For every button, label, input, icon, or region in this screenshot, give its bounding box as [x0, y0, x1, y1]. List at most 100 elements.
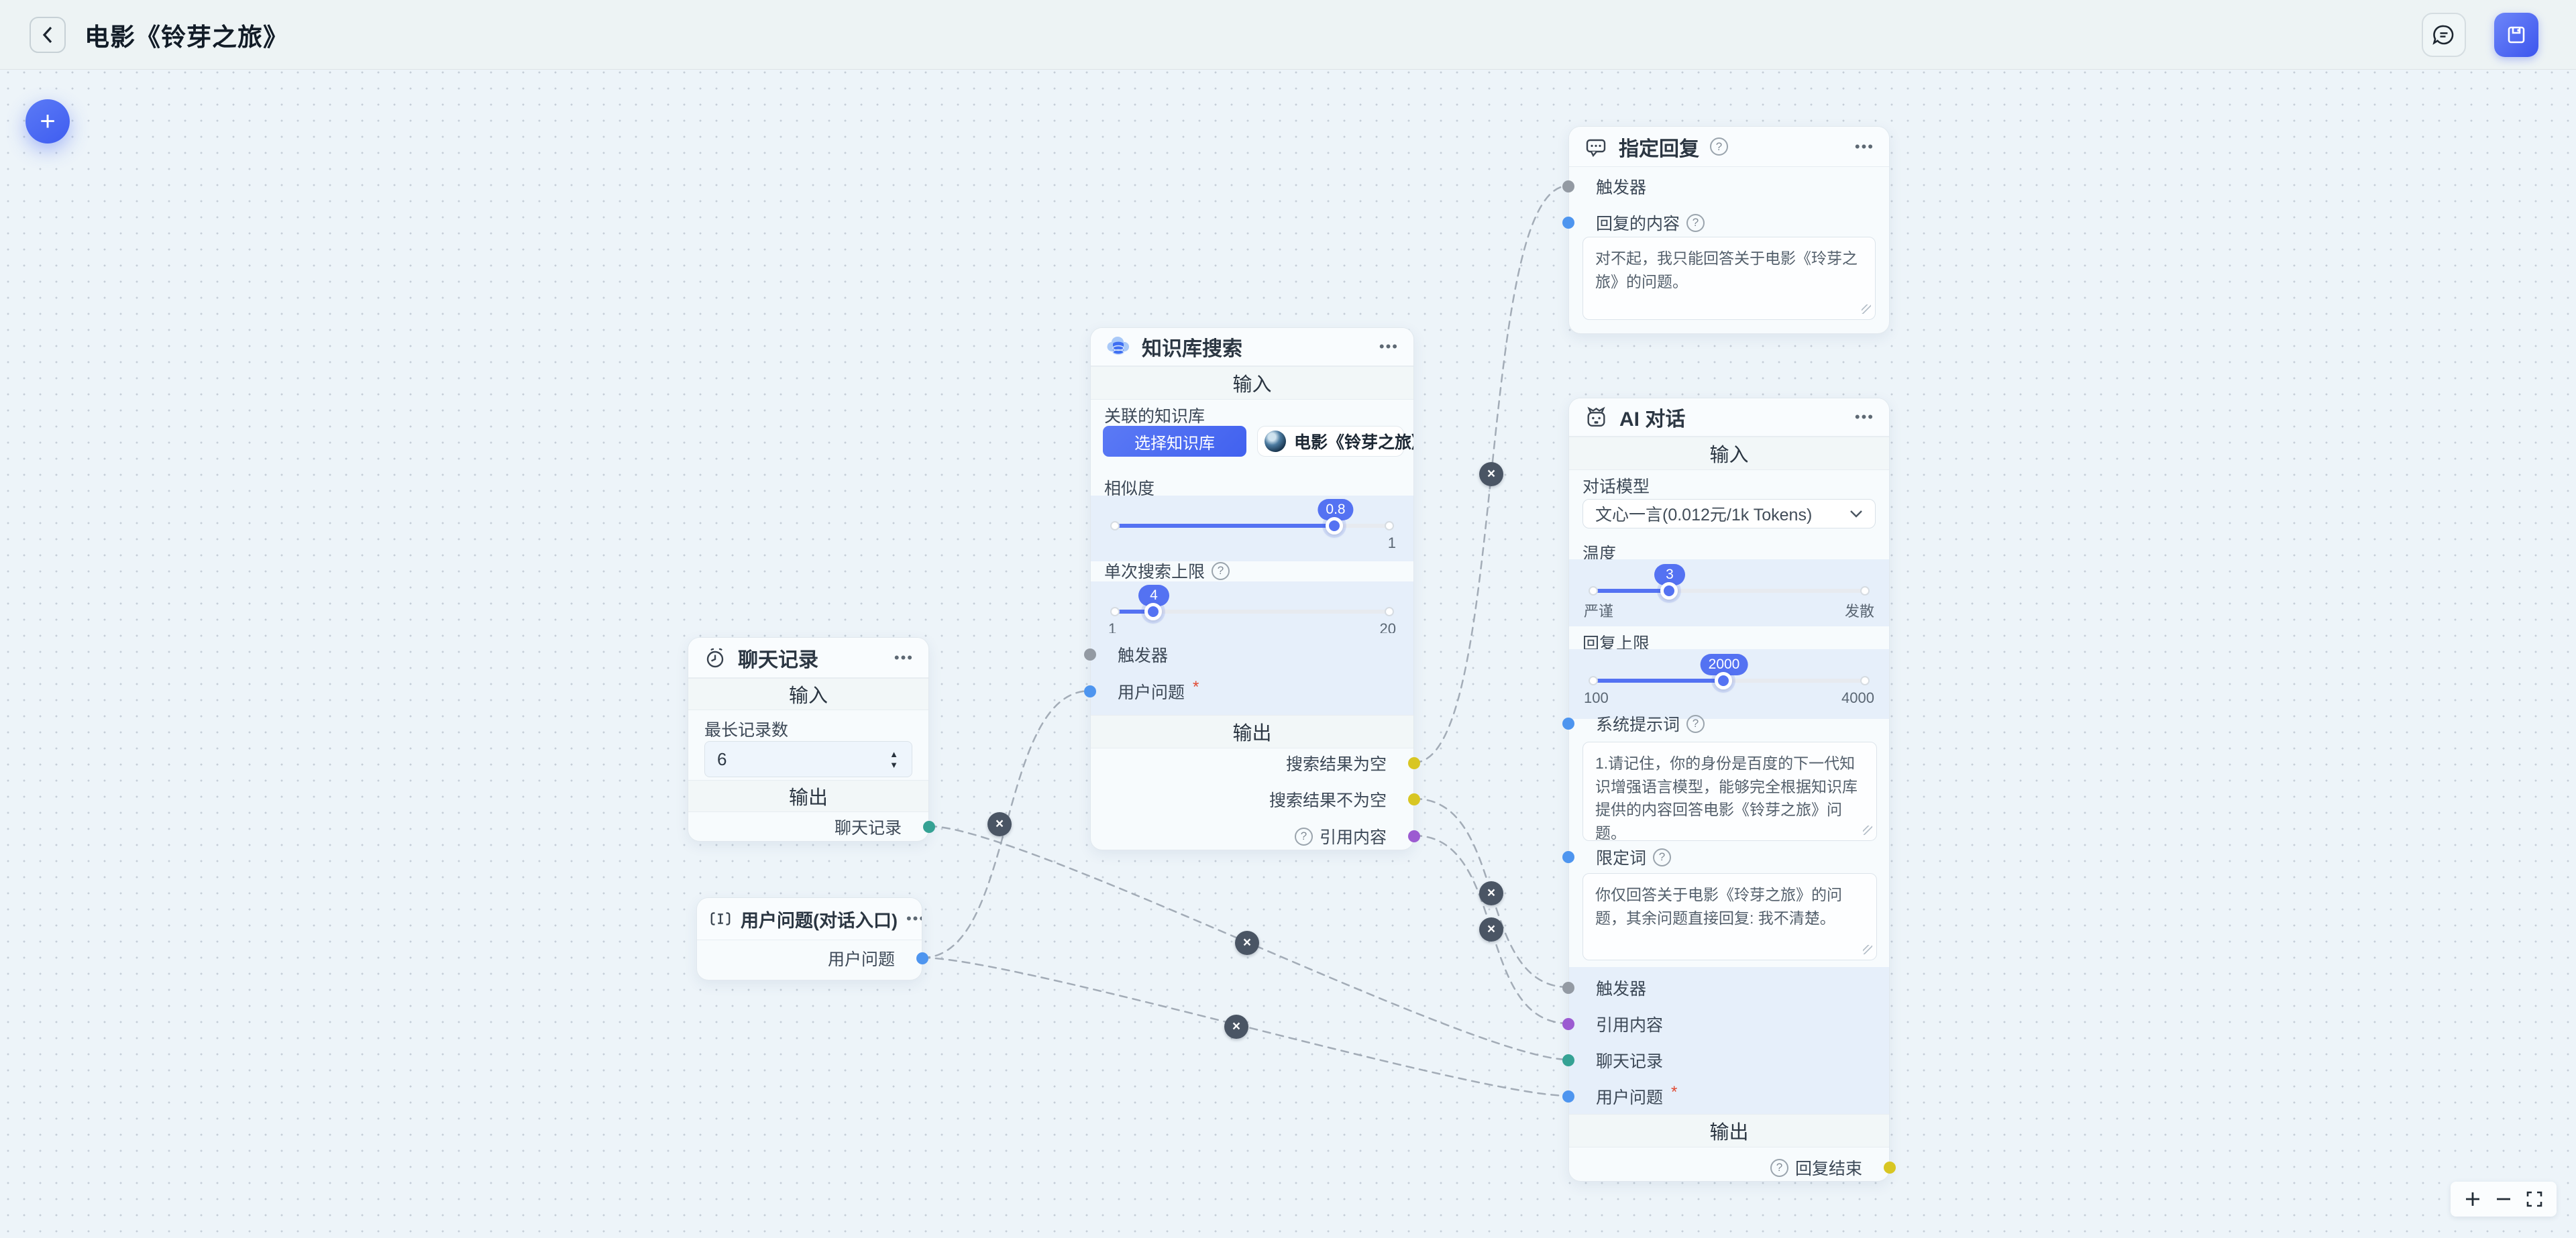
port-quote-content[interactable] [1408, 830, 1420, 842]
stepper-down-button[interactable]: ▼ [890, 759, 898, 770]
node-kb-search[interactable]: 知识库搜索 ••• 输入 关联的知识库 选择知识库 电影《铃芽之旅》 相似度 0… [1084, 327, 1420, 850]
port-chat-history-out[interactable] [923, 821, 935, 833]
output-section-header: 输出 [1091, 715, 1413, 748]
reply-limit-slider-track[interactable] [1589, 672, 1870, 689]
add-node-button[interactable]: + [25, 99, 70, 144]
input-ports-area [1091, 633, 1413, 715]
top-bar: 电影《铃芽之旅》 [0, 0, 2576, 70]
save-button[interactable] [2494, 12, 2538, 57]
fit-view-button[interactable] [2526, 1190, 2543, 1208]
quote-row: 引用内容 [1596, 1016, 1664, 1035]
port-user-question[interactable] [1562, 1090, 1574, 1103]
node-menu-button[interactable]: ••• [1854, 137, 1874, 155]
delete-connection-button[interactable]: × [1224, 1015, 1248, 1039]
port-trigger[interactable] [1562, 982, 1574, 994]
search-limit-slider-track[interactable] [1110, 603, 1394, 620]
input-ports-area [1569, 967, 1889, 1114]
node-menu-button[interactable]: ••• [1854, 408, 1874, 425]
chat-preview-button[interactable] [2422, 12, 2466, 57]
kb-chip[interactable]: 电影《铃芽之旅》 [1257, 426, 1413, 457]
search-limit-label: 单次搜索上限 ? [1104, 559, 1230, 583]
kb-label: 关联的知识库 [1104, 407, 1205, 426]
zoom-in-button[interactable] [2464, 1190, 2481, 1208]
node-menu-button[interactable]: ••• [906, 910, 922, 927]
robot-icon [1584, 405, 1609, 430]
node-chat-history[interactable]: 聊天记录 ••• 输入 最长记录数 6 ▲ ▼ 输出 聊天记录 [688, 637, 935, 842]
clock-icon [703, 646, 727, 670]
node-title: 用户问题(对话入口) [741, 910, 898, 931]
delete-connection-button[interactable]: × [1479, 917, 1503, 942]
node-menu-button[interactable]: ••• [1379, 338, 1399, 355]
help-icon[interactable]: ? [1653, 848, 1672, 866]
reply-end-row: ? 回复结束 [1569, 1154, 1889, 1181]
port-reply-content[interactable] [1562, 217, 1574, 229]
port-user-question-out[interactable] [916, 952, 928, 964]
qualifier-textarea[interactable]: 你仅回答关于电影《玲芽之旅》的问题，其余问题直接回复: 我不清楚。 [1582, 873, 1877, 960]
zoom-out-button[interactable] [2495, 1190, 2512, 1208]
help-icon[interactable]: ? [1686, 213, 1705, 232]
model-select[interactable]: 文心一言(0.012元/1k Tokens) [1582, 499, 1876, 528]
search-limit-slider-handle[interactable] [1144, 603, 1163, 620]
port-trigger[interactable] [1084, 649, 1096, 661]
back-button[interactable] [30, 16, 66, 53]
stepper-up-button[interactable]: ▲ [890, 748, 898, 759]
node-menu-button[interactable]: ••• [894, 649, 914, 666]
temperature-slider-strip [1569, 559, 1889, 626]
help-icon[interactable]: ? [1710, 137, 1728, 156]
reply-limit-max-label: 4000 [1841, 689, 1874, 706]
node-user-question[interactable]: 用户问题(对话入口) ••• 用户问题 [696, 897, 928, 980]
text-cursor-icon [709, 907, 732, 930]
message-bubble-icon [2432, 25, 2454, 45]
similarity-value-bubble: 0.8 [1318, 499, 1354, 520]
page-title: 电影《铃芽之旅》 [85, 23, 288, 51]
reply-content-textarea[interactable]: 对不起，我只能回答关于电影《玲芽之旅》的问题。 [1582, 237, 1876, 320]
temperature-value-bubble: 3 [1654, 564, 1685, 585]
max-records-label: 最长记录数 [704, 721, 789, 740]
port-result-empty[interactable] [1408, 757, 1420, 769]
delete-connection-button[interactable]: × [1479, 881, 1503, 905]
system-prompt-textarea[interactable]: 1.请记住，你的身份是百度的下一代知识增强语言模型，能够完全根据知识库提供的内容… [1582, 742, 1877, 841]
model-label: 对话模型 [1582, 477, 1650, 496]
help-icon[interactable]: ? [1294, 827, 1313, 846]
input-section-header: 输入 [1091, 366, 1413, 400]
port-user-question[interactable] [1084, 685, 1096, 697]
port-chat-history[interactable] [1562, 1054, 1574, 1066]
reply-limit-slider-handle[interactable] [1715, 672, 1733, 689]
user-question-row: 用户问题* [1596, 1083, 1678, 1107]
temperature-slider-track[interactable] [1589, 582, 1870, 600]
port-qualifier[interactable] [1562, 851, 1574, 863]
reply-bubble-icon [1584, 135, 1608, 159]
help-icon[interactable]: ? [1212, 561, 1230, 580]
delete-connection-button[interactable]: × [1479, 462, 1503, 486]
chat-history-output-row: 聊天记录 [834, 819, 902, 838]
similarity-slider-track[interactable] [1110, 517, 1394, 534]
node-title: 聊天记录 [738, 649, 818, 671]
help-icon[interactable]: ? [1770, 1158, 1788, 1177]
similarity-slider-handle[interactable] [1326, 517, 1344, 534]
delete-connection-button[interactable]: × [987, 812, 1012, 836]
system-prompt-row: 系统提示词 ? [1569, 710, 1889, 737]
node-fixed-reply[interactable]: 指定回复 ? ••• 触发器 回复的内容 ? 对不起，我只能回答关于电影《玲芽之… [1562, 126, 1890, 334]
port-trigger[interactable] [1562, 180, 1574, 192]
port-system-prompt[interactable] [1562, 718, 1574, 730]
trigger-row: 触发器 [1596, 178, 1647, 197]
trigger-row: 触发器 [1118, 646, 1169, 665]
floppy-disk-icon [2508, 26, 2525, 43]
node-title: 知识库搜索 [1142, 338, 1242, 360]
help-icon[interactable]: ? [1686, 714, 1705, 733]
max-records-input[interactable]: 6 ▲ ▼ [704, 741, 912, 777]
user-question-row: 用户问题* [1118, 678, 1199, 702]
output-not-empty-row: 搜索结果不为空 [1269, 791, 1387, 810]
select-kb-button[interactable]: 选择知识库 [1103, 426, 1246, 457]
node-ai-chat[interactable]: AI 对话 ••• 输入 对话模型 文心一言(0.012元/1k Tokens)… [1562, 398, 1896, 1182]
delete-connection-button[interactable]: × [1235, 931, 1259, 955]
temperature-slider-handle[interactable] [1660, 582, 1678, 600]
port-result-not-empty[interactable] [1408, 793, 1420, 805]
chevron-left-icon [42, 26, 52, 43]
user-question-output-row: 用户问题 [827, 950, 895, 969]
port-reply-end[interactable] [1884, 1162, 1896, 1174]
knowledge-base-icon [1106, 334, 1131, 359]
search-limit-value-bubble: 4 [1138, 585, 1169, 606]
port-quote-content[interactable] [1562, 1018, 1574, 1030]
reply-limit-value-bubble: 2000 [1700, 654, 1748, 675]
